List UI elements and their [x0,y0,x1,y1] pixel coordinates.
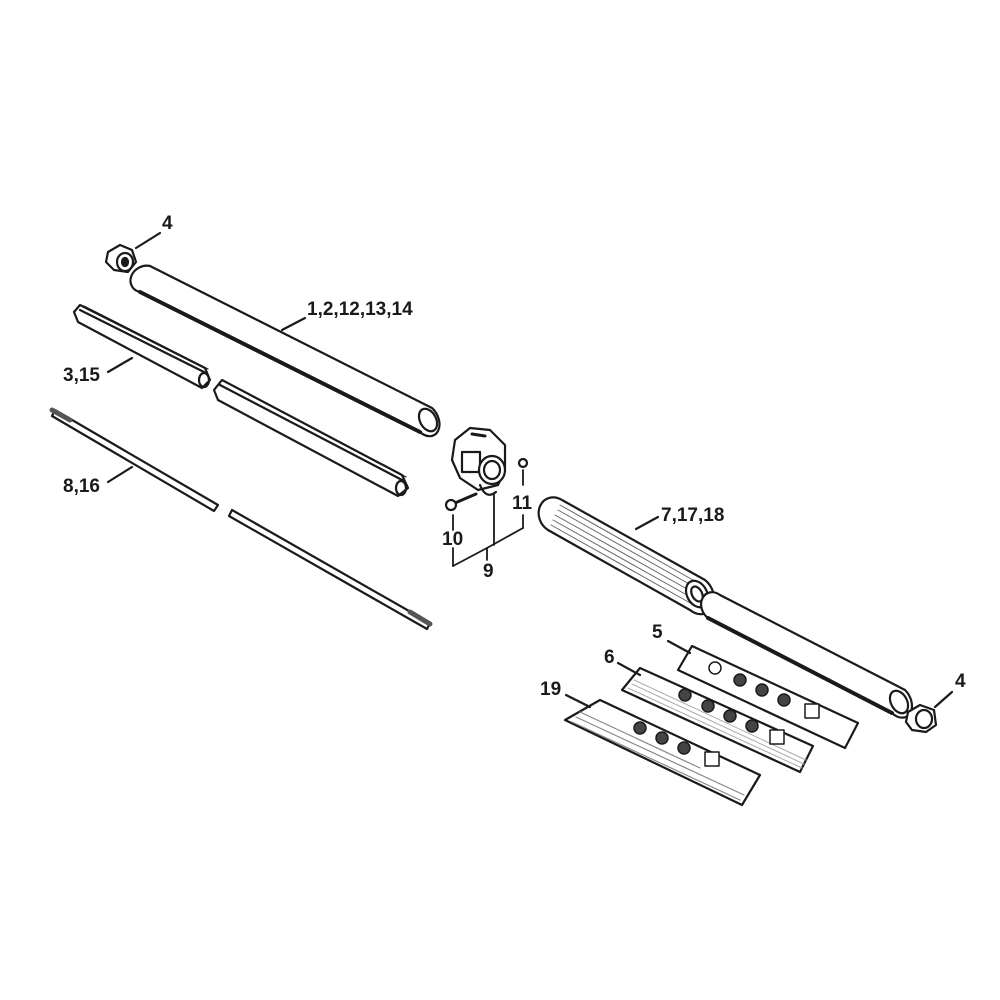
lower-tube-icon [700,591,914,719]
liner-lower-icon [212,378,410,498]
callout-drive-tube: 1,2,12,13,14 [307,299,413,320]
bushing-top-icon [104,243,138,274]
callout-label-6: 6 [604,647,615,668]
pictogram-label-19-icon [563,698,762,807]
liner-upper-icon [72,303,212,390]
callout-4-top: 4 [162,213,173,234]
callout-drive-shaft: 8,16 [63,476,100,497]
clamp-icon [450,426,507,496]
callout-label-5: 5 [652,622,663,643]
leader-line [106,356,134,374]
leader-line [616,661,642,677]
leader-line [666,639,692,655]
drive-shaft-icon [49,407,433,631]
leader-line [280,316,307,332]
pictogram-label-5-icon [676,644,860,750]
leader-line [106,465,134,484]
leader-bracket [452,469,524,567]
callout-screw: 10 [442,529,464,550]
callout-grip-hose: 7,17,18 [661,505,725,526]
nut-icon [517,457,529,469]
bushing-bottom-icon [904,703,938,734]
callout-nut: 11 [512,493,533,514]
callout-4-bottom: 4 [955,671,966,692]
pictogram-label-6-icon [620,666,815,774]
drive-tube-icon [129,264,441,438]
screw-icon [444,492,478,512]
callout-liner: 3,15 [63,365,100,386]
leader-line [933,690,954,709]
leader-line [634,515,660,531]
leader-line [134,231,162,250]
leader-line [564,693,592,709]
callout-clamp: 9 [483,561,494,582]
callout-label-19: 19 [540,679,562,700]
